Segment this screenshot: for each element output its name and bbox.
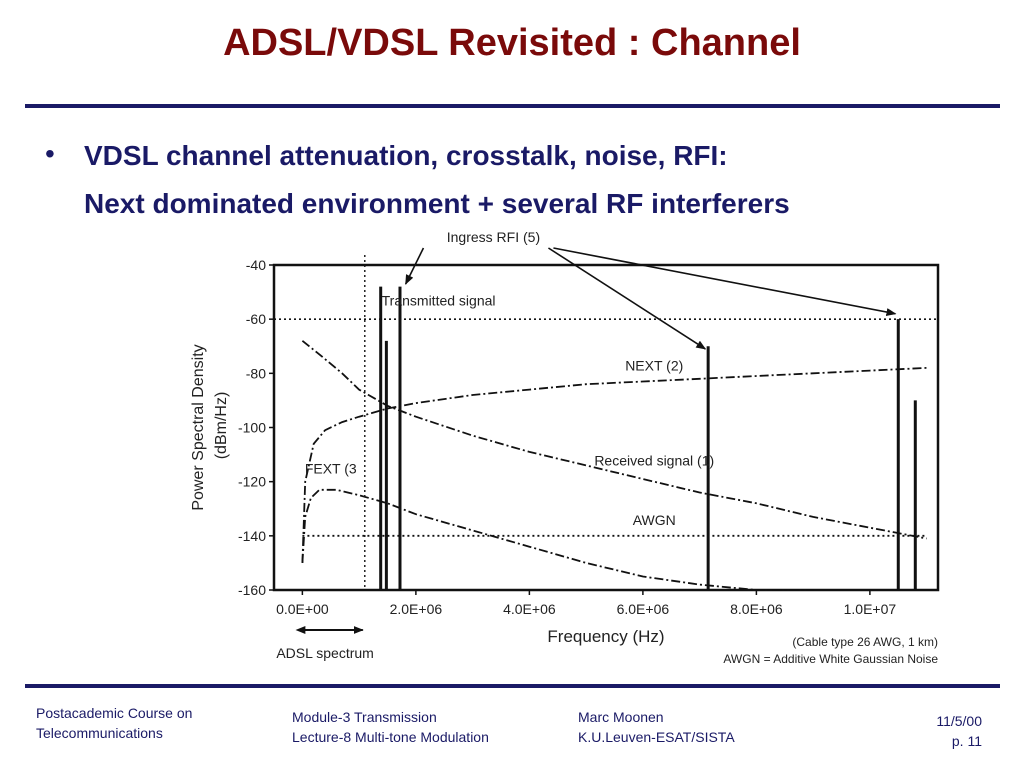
- y-tick-label: -140: [238, 528, 266, 544]
- transmitted-signal-label: Transmitted signal: [382, 293, 496, 309]
- title-divider: [25, 104, 1000, 108]
- bullet-icon: •: [45, 138, 55, 169]
- adsl-spectrum-label: ADSL spectrum: [276, 645, 374, 661]
- y-tick-label: -160: [238, 582, 266, 598]
- slide-title: ADSL/VDSL Revisited : Channel: [223, 22, 801, 64]
- cable-note: (Cable type 26 AWG, 1 km): [792, 635, 938, 649]
- footer-module: Module-3 Transmission Lecture-8 Multi-to…: [292, 707, 489, 747]
- footer-author: Marc Moonen K.U.Leuven-ESAT/SISTA: [578, 707, 735, 747]
- footer-module-line1: Module-3 Transmission: [292, 709, 437, 725]
- bullet-text-line1: VDSL channel attenuation, crosstalk, noi…: [84, 140, 728, 171]
- x-axis-label: Frequency (Hz): [547, 627, 664, 646]
- next-label: NEXT (2): [625, 358, 683, 374]
- footer-course: Postacademic Course on Telecommunication…: [36, 703, 192, 743]
- next-curve: [301, 367, 927, 563]
- ingress-rfi-arrow: [548, 247, 707, 350]
- plot-frame: [272, 263, 940, 592]
- footer-date-page: 11/5/00 p. 11: [900, 711, 982, 751]
- fext-curve: [301, 488, 814, 591]
- y-tick-label: -40: [246, 257, 266, 273]
- bullet-text-line2: Next dominated environment + several RF …: [84, 188, 790, 219]
- ingress-rfi-label: Ingress RFI (5): [447, 229, 540, 245]
- footer-module-line2: Lecture-8 Multi-tone Modulation: [292, 729, 489, 745]
- ingress-rfi-arrow: [404, 247, 425, 285]
- x-tick-label: 4.0E+06: [503, 601, 556, 617]
- footer-page: p. 11: [951, 733, 982, 749]
- x-tick-label: 0.0E+00: [276, 601, 329, 617]
- x-tick-label: 8.0E+06: [730, 601, 783, 617]
- ingress-rfi-arrow: [553, 247, 897, 316]
- psd-chart: -40 -60 -80 -100 -120 -140 -160 0.0E+00 2.0E+06 4…: [190, 229, 940, 666]
- footer-course-line2: Telecommunications: [36, 725, 163, 741]
- y-tick-label: -60: [246, 311, 266, 327]
- y-axis-label-line1: Power Spectral Density: [190, 344, 207, 510]
- awgn-label: AWGN: [633, 512, 676, 528]
- received-signal-label: Received signal (1): [594, 452, 714, 468]
- y-tick-label: -80: [246, 365, 266, 381]
- y-tick-label: -120: [238, 474, 266, 490]
- footer-date: 11/5/00: [936, 713, 982, 729]
- footer-divider: [25, 684, 1000, 688]
- footer-author-line2: K.U.Leuven-ESAT/SISTA: [578, 729, 735, 745]
- x-tick-label: 1.0E+07: [844, 601, 897, 617]
- received-signal-curve: [301, 340, 927, 540]
- y-tick-label: -100: [238, 420, 266, 436]
- y-axis-label-line2: (dBm/Hz): [213, 392, 230, 460]
- x-tick-label: 6.0E+06: [617, 601, 670, 617]
- footer-author-line1: Marc Moonen: [578, 709, 664, 725]
- footer-course-line1: Postacademic Course on: [36, 705, 193, 721]
- awgn-note: AWGN = Additive White Gaussian Noise: [723, 652, 938, 666]
- x-tick-label: 2.0E+06: [390, 601, 443, 617]
- fext-label: FEXT (3: [305, 461, 357, 477]
